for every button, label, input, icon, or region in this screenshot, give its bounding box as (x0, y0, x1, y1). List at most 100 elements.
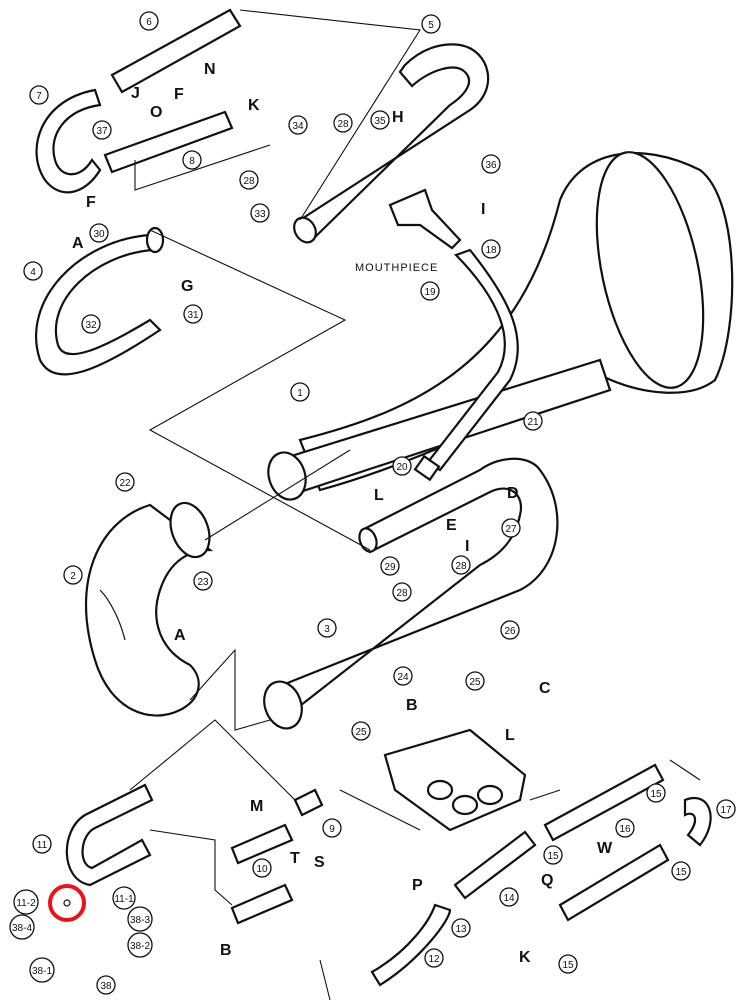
part-bubble-37: 37 (92, 120, 112, 140)
svg-text:37: 37 (96, 126, 108, 137)
svg-text:24: 24 (397, 672, 409, 683)
svg-text:38-3: 38-3 (130, 915, 150, 926)
svg-text:36: 36 (485, 160, 497, 171)
part-bubble-6: 6 (139, 11, 159, 31)
svg-text:13: 13 (455, 924, 467, 935)
letter-f-top: F (174, 86, 184, 103)
mouthpiece-assembly (388, 188, 519, 482)
letter-p: P (412, 877, 423, 894)
part-bubble-19: 19 (420, 281, 440, 301)
part-bubble-2: 2 (63, 565, 83, 585)
tube-3 (263, 457, 559, 730)
part-bubble-28a: 28 (333, 113, 353, 133)
svg-text:33: 33 (254, 209, 266, 220)
part-bubble-38: 38 (96, 975, 116, 995)
part-bubble-28d: 28 (392, 582, 412, 602)
svg-text:12: 12 (428, 954, 440, 965)
highlight-circle (48, 884, 86, 922)
part-bubble-20: 20 (392, 456, 412, 476)
part-bubble-30: 30 (89, 223, 109, 243)
part-bubble-12: 12 (424, 948, 444, 968)
svg-text:7: 7 (36, 91, 42, 102)
part-bubble-32: 32 (81, 314, 101, 334)
svg-text:35: 35 (374, 116, 386, 127)
svg-text:28: 28 (455, 561, 467, 572)
part-bubble-18: 18 (481, 239, 501, 259)
svg-text:25: 25 (469, 677, 481, 688)
part-bubble-17: 17 (716, 799, 736, 819)
mouthpiece-caption: MOUTHPIECE (355, 262, 438, 274)
svg-text:38: 38 (100, 981, 112, 992)
svg-text:2: 2 (70, 571, 76, 582)
letter-d: D (507, 485, 519, 502)
svg-text:28: 28 (396, 588, 408, 599)
svg-text:28: 28 (337, 119, 349, 130)
bow-2 (84, 501, 214, 717)
letter-a-bottom: A (174, 627, 186, 644)
part-bubble-1: 1 (290, 382, 310, 402)
part-bubble-11-2: 11-2 (13, 889, 39, 915)
letter-g: G (181, 278, 193, 295)
letter-i-top: I (481, 201, 485, 218)
letter-l-valve: L (505, 727, 515, 744)
part-bubble-21: 21 (523, 411, 543, 431)
tube-5 (293, 43, 490, 244)
svg-text:30: 30 (93, 229, 105, 240)
part-bubble-8: 8 (182, 150, 202, 170)
svg-text:23: 23 (197, 577, 209, 588)
part-bubble-9: 9 (322, 818, 342, 838)
letter-c: C (539, 680, 551, 697)
part-bubble-28c: 28 (451, 555, 471, 575)
part-bubble-25b: 25 (351, 721, 371, 741)
svg-text:4: 4 (30, 267, 36, 278)
part-bubble-5: 5 (421, 14, 441, 34)
part-bubble-11: 11 (32, 834, 52, 854)
svg-text:31: 31 (187, 310, 199, 321)
letter-m: M (250, 798, 263, 815)
part-bubble-38-4: 38-4 (9, 914, 35, 940)
guide-lines (129, 9, 701, 1000)
svg-text:11: 11 (37, 840, 48, 851)
svg-text:14: 14 (503, 893, 515, 904)
svg-text:5: 5 (428, 20, 434, 31)
svg-text:38-1: 38-1 (32, 966, 52, 977)
part-bubble-25a: 25 (465, 671, 485, 691)
letter-s: S (314, 854, 325, 871)
svg-text:9: 9 (329, 824, 335, 835)
letter-b-bottom: B (220, 942, 232, 959)
svg-text:10: 10 (256, 864, 268, 875)
letter-k-bottom: K (519, 949, 531, 966)
part-bubble-35: 35 (370, 110, 390, 130)
part-bubble-38-3: 38-3 (127, 906, 153, 932)
svg-text:20: 20 (396, 462, 408, 473)
letter-j: J (131, 85, 140, 102)
svg-text:15: 15 (562, 960, 574, 971)
part-bubble-13: 13 (451, 918, 471, 938)
svg-text:1: 1 (297, 388, 303, 399)
letter-b-right: B (406, 697, 418, 714)
svg-text:19: 19 (424, 287, 436, 298)
part-bubble-14: 14 (499, 887, 519, 907)
small-tubes (35, 8, 242, 376)
letter-w: W (597, 840, 613, 857)
part-bubble-26: 26 (500, 620, 520, 640)
part-bubble-15c: 15 (671, 861, 691, 881)
part-bubble-33: 33 (250, 203, 270, 223)
svg-text:26: 26 (504, 626, 516, 637)
letter-t: T (290, 850, 300, 867)
svg-text:18: 18 (485, 245, 497, 256)
part-bubble-22: 22 (115, 472, 135, 492)
svg-text:11-1: 11-1 (114, 894, 134, 905)
svg-text:22: 22 (119, 478, 131, 489)
svg-text:34: 34 (292, 121, 304, 132)
svg-text:16: 16 (619, 824, 631, 835)
letter-k-top: K (248, 97, 260, 114)
tube-1 (267, 358, 612, 501)
svg-text:38-4: 38-4 (12, 923, 32, 934)
part-bubble-15a: 15 (543, 845, 563, 865)
svg-text:27: 27 (505, 524, 517, 535)
part-bubble-15d: 15 (558, 954, 578, 974)
part-bubble-3: 3 (317, 618, 337, 638)
letter-n: N (204, 61, 216, 78)
